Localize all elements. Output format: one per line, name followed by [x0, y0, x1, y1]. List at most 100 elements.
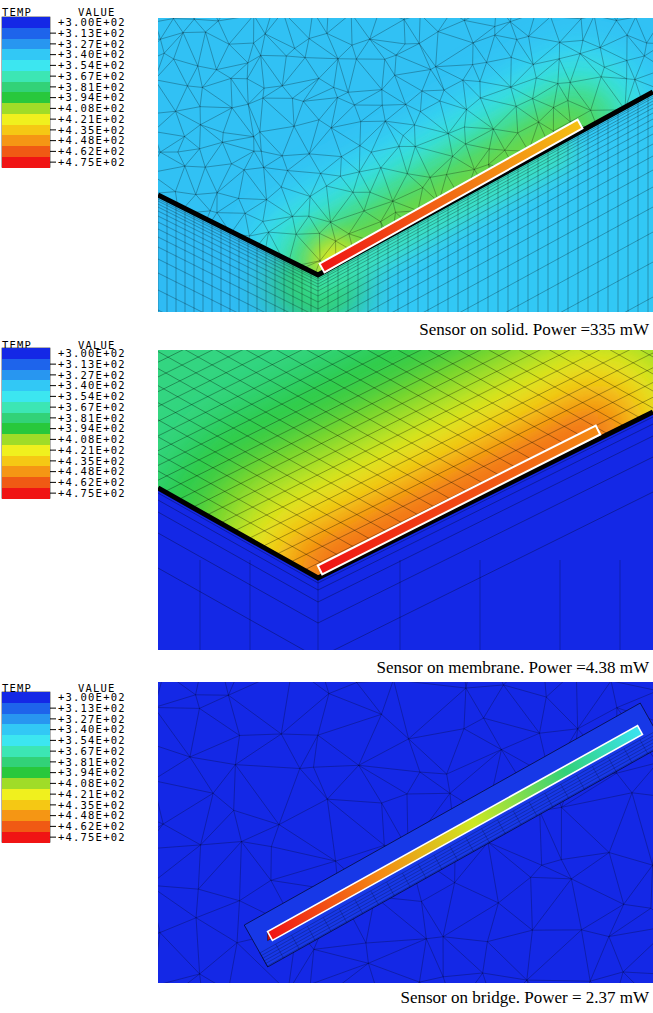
mesh-line — [368, 248, 369, 312]
temperature-value: +3.27E+02 — [58, 39, 126, 50]
mesh-line — [0, 0, 653, 781]
mesh-line — [185, 209, 186, 313]
temperature-value: +4.35E+02 — [58, 125, 126, 136]
mesh-line — [0, 177, 653, 1013]
mesh-line — [548, 149, 549, 312]
temperature-value: +3.54E+02 — [58, 391, 126, 402]
mesh-line — [1, 0, 653, 787]
colour-swatch — [2, 28, 50, 39]
mesh-line — [230, 231, 231, 312]
tick — [50, 708, 56, 709]
temperature-value: +4.35E+02 — [58, 456, 126, 467]
temperature-value: +3.81E+02 — [58, 757, 126, 768]
tick — [50, 407, 56, 408]
tick — [50, 43, 56, 44]
temperature-value: +3.00E+02 — [58, 17, 126, 28]
mesh-line — [558, 144, 559, 312]
legend-row: +3.67E+02 — [0, 71, 150, 82]
tick — [50, 493, 56, 494]
mesh-line — [560, 560, 561, 650]
mesh-line — [339, 909, 347, 923]
temperature-value: +4.21E+02 — [58, 789, 126, 800]
mesh-line — [620, 560, 621, 650]
mesh-line — [371, 891, 379, 905]
temperature-value: +3.40E+02 — [58, 724, 126, 735]
temperature-value: +4.62E+02 — [58, 146, 126, 157]
colour-swatch — [2, 380, 50, 391]
bar-outline — [2, 17, 50, 168]
colour-bar-ticks — [2, 17, 56, 843]
legend-row: +3.40E+02 — [0, 724, 150, 735]
colour-swatch — [2, 125, 50, 136]
mesh-line — [418, 220, 419, 312]
tick — [50, 783, 56, 784]
legend-row: +3.94E+02 — [0, 423, 150, 434]
temperature-value: +3.27E+02 — [58, 714, 126, 725]
legend-row: +3.27E+02 — [0, 39, 150, 50]
tick — [50, 804, 56, 805]
mesh-lines — [100, 624, 653, 1013]
tick — [50, 482, 56, 483]
mesh-line — [0, 0, 653, 797]
mesh-line — [158, 259, 318, 339]
mesh-line — [0, 233, 653, 1013]
mesh-line — [0, 0, 653, 795]
bridge-view — [100, 624, 653, 1013]
mesh-line — [458, 199, 459, 312]
colour-swatch — [2, 767, 50, 778]
tick — [50, 740, 56, 741]
mesh-line — [593, 767, 601, 781]
mesh-line — [518, 166, 519, 312]
mesh-line — [158, 207, 318, 287]
legend-row: +3.13E+02 — [0, 359, 150, 370]
colour-swatch — [2, 434, 50, 445]
legend-row: +4.48E+02 — [0, 810, 150, 821]
colour-swatch — [2, 466, 50, 477]
colour-swatch — [2, 370, 50, 381]
tick — [50, 751, 56, 752]
legend-row: +4.08E+02 — [0, 434, 150, 445]
substrate-mesh — [158, 417, 653, 658]
colour-swatch — [2, 456, 50, 467]
tick — [50, 108, 56, 109]
mesh-line — [158, 211, 318, 291]
mesh-line — [498, 177, 499, 312]
mesh-line — [318, 424, 653, 590]
mesh-line — [0, 0, 653, 742]
temperature-value: +3.94E+02 — [58, 423, 126, 434]
bar-outline — [2, 692, 50, 843]
legend-row: +4.48E+02 — [0, 466, 150, 477]
colour-swatch — [2, 746, 50, 757]
legend-row: +3.67E+02 — [0, 746, 150, 757]
colour-swatch — [2, 391, 50, 402]
temperature-value: +4.48E+02 — [58, 135, 126, 146]
temperature-value: +4.08E+02 — [58, 103, 126, 114]
temperature-value: +4.08E+02 — [58, 778, 126, 789]
colour-swatch — [2, 832, 50, 843]
temperature-value: +3.13E+02 — [58, 703, 126, 714]
temperature-value: +3.67E+02 — [58, 746, 126, 757]
trench — [244, 703, 653, 967]
tick — [50, 129, 56, 130]
temperature-value: +4.62E+02 — [58, 477, 126, 488]
legend-row: +3.27E+02 — [0, 370, 150, 381]
mesh-line — [355, 900, 363, 914]
mesh-line — [323, 917, 331, 931]
colour-swatch — [2, 800, 50, 811]
colour-swatch — [2, 714, 50, 725]
legend-row: +4.75E+02 — [0, 488, 150, 499]
sensor-strip — [320, 120, 583, 273]
legend-row: +3.40E+02 — [0, 380, 150, 391]
mesh-line — [0, 129, 653, 1011]
colour-swatch — [2, 402, 50, 413]
temperature-value: +4.21E+02 — [58, 445, 126, 456]
legend-row: +4.75E+02 — [0, 832, 150, 843]
mesh-line — [158, 195, 159, 312]
colour-swatch — [2, 17, 50, 28]
temperature-value: +3.40E+02 — [58, 49, 126, 60]
tick — [50, 364, 56, 365]
temperature-value: +4.08E+02 — [58, 434, 126, 445]
mesh-line — [450, 846, 458, 860]
mesh-line — [318, 275, 319, 312]
